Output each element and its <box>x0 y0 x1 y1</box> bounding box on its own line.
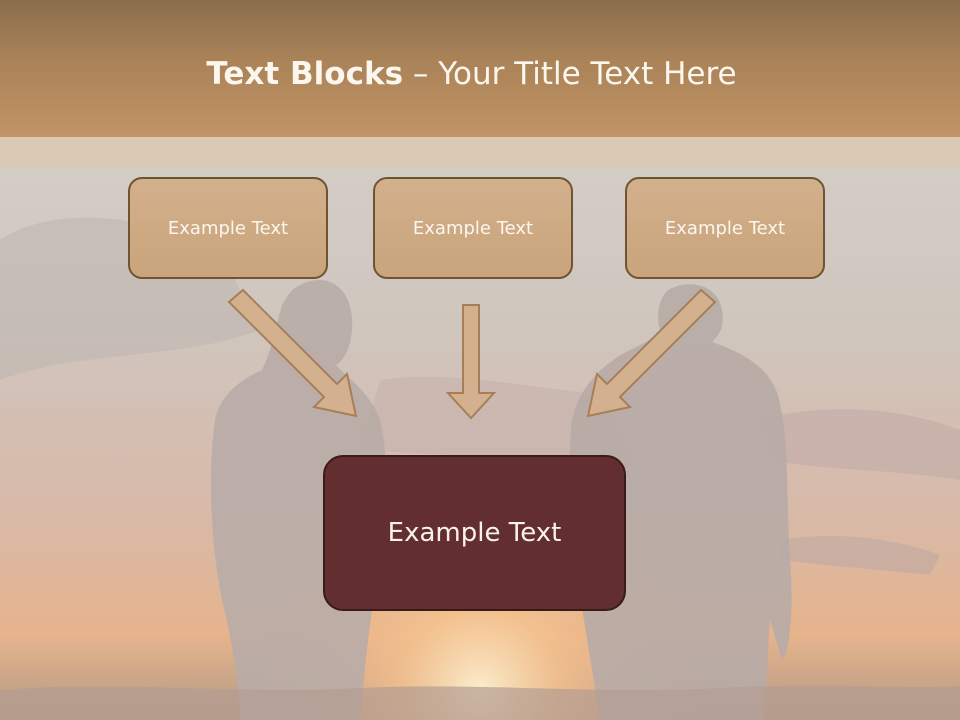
main-text-block-label: Example Text <box>387 518 562 548</box>
header-bar <box>0 0 960 137</box>
text-block-center[interactable]: Example Text <box>373 177 573 279</box>
arrow-left-diagonal <box>227 288 358 418</box>
slide-title: Text Blocks – Your Title Text Here <box>0 50 943 98</box>
arrow-right-diagonal <box>586 288 717 418</box>
text-block-left[interactable]: Example Text <box>128 177 328 279</box>
main-text-block[interactable]: Example Text <box>323 455 626 611</box>
header-strip <box>0 137 960 167</box>
title-bold-part: Text Blocks <box>206 56 404 92</box>
arrow-down <box>445 304 497 420</box>
text-block-right-label: Example Text <box>664 217 786 239</box>
title-separator: – <box>403 56 439 92</box>
title-text: Your Title Text Here <box>438 56 737 92</box>
text-block-center-label: Example Text <box>412 217 534 239</box>
text-block-left-label: Example Text <box>167 217 289 239</box>
text-block-right[interactable]: Example Text <box>625 177 825 279</box>
